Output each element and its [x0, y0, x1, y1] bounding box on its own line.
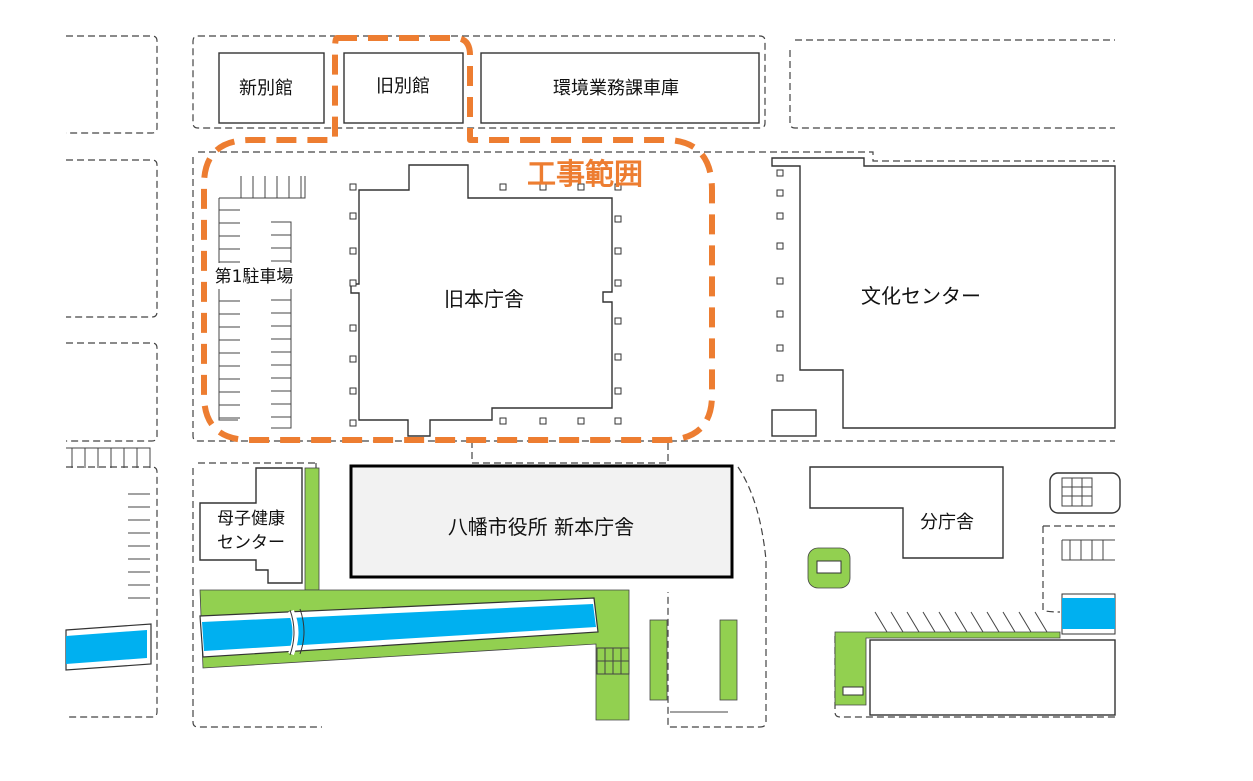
label-kyu-honchosha: 旧本庁舎 [444, 287, 524, 311]
building-kankyo-garage: 環境業務課車庫 [480, 52, 760, 124]
column [349, 324, 357, 332]
parking-stall [922, 611, 936, 633]
building-boshi-center: 母子健康 センター [199, 467, 303, 584]
column [614, 317, 622, 325]
parking-stall [906, 611, 920, 633]
label-shin-bekkan: 新別館 [239, 78, 293, 99]
label-bunka-center: 文化センター [861, 284, 981, 308]
parking-stall [986, 611, 1000, 633]
building-bunchosha: 分庁舎 [809, 466, 1004, 559]
column [614, 417, 622, 425]
column [776, 344, 784, 352]
column [776, 310, 784, 318]
column [577, 183, 585, 191]
parking-stall [1018, 611, 1032, 633]
column [614, 215, 622, 223]
parking-stall [938, 611, 952, 633]
construction-zone-outline [201, 35, 715, 443]
column [776, 277, 784, 285]
parking-stall [970, 611, 984, 633]
column [349, 247, 357, 255]
label-boshi-line1: 母子健康 [217, 509, 285, 529]
label-shin-honchosha: 八幡市役所 新本庁舎 [448, 515, 634, 539]
parking-stall [890, 611, 904, 633]
building-bunka-center: 文化センター [771, 157, 1116, 437]
column [349, 212, 357, 220]
label-construction-zone: 工事範囲 [527, 157, 643, 191]
column [499, 183, 507, 191]
column [614, 247, 622, 255]
label-parking-1: 第1駐車場 [215, 267, 294, 287]
column [776, 242, 784, 250]
column [349, 419, 357, 427]
building-kyu-honchosha: 旧本庁舎 [349, 164, 622, 437]
building-shin-honchosha: 八幡市役所 新本庁舎 [349, 464, 734, 579]
column [776, 212, 784, 220]
column [614, 387, 622, 395]
column [349, 279, 357, 287]
parking-lot-1: 第1駐車場 [204, 176, 306, 429]
parking-stall [1034, 611, 1048, 633]
column [614, 353, 622, 361]
column [539, 183, 547, 191]
misc-details [66, 447, 1121, 716]
column [776, 189, 784, 197]
label-kankyo-garage: 環境業務課車庫 [553, 78, 679, 99]
building-shin-bekkan: 新別館 [218, 52, 325, 124]
column [349, 183, 357, 191]
water-channels [65, 593, 1116, 671]
label-boshi-line2: センター [217, 533, 285, 553]
column [776, 374, 784, 382]
parking-stall [874, 611, 888, 633]
column [614, 279, 622, 287]
parking-stall [954, 611, 968, 633]
building-kyu-bekkan: 旧別館 [343, 52, 464, 124]
label-bunchosha: 分庁舎 [920, 512, 974, 533]
column [577, 417, 585, 425]
column [349, 355, 357, 363]
column [499, 417, 507, 425]
label-kyu-bekkan: 旧別館 [376, 76, 430, 97]
column [539, 417, 547, 425]
column [776, 169, 784, 177]
column [349, 387, 357, 395]
parking-stall [1002, 611, 1016, 633]
column [614, 183, 622, 191]
